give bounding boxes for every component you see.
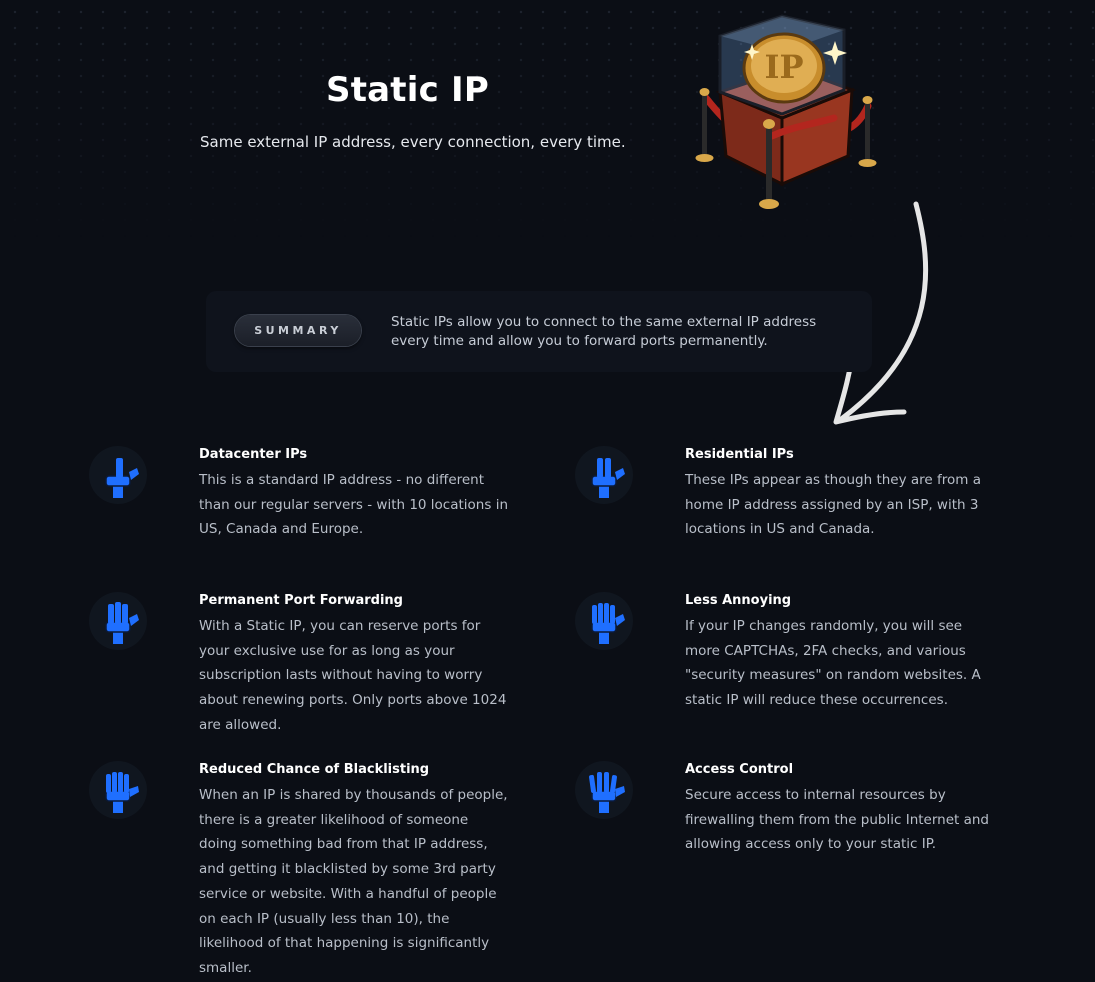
- feature-description: These IPs appear as though they are from…: [685, 472, 981, 538]
- page-title: Static IP: [326, 70, 489, 110]
- summary-text: Static IPs allow you to connect to the s…: [391, 314, 817, 349]
- feature-title: Reduced Chance of Blacklisting: [199, 762, 430, 777]
- robot-hand-open-icon: [89, 761, 147, 819]
- robot-hand-four-fingers-icon: [575, 592, 633, 650]
- feature-title: Residential IPs: [685, 447, 794, 462]
- robot-hand-open-wide-icon: [575, 761, 633, 819]
- feature-description: When an IP is shared by thousands of peo…: [199, 787, 508, 976]
- curved-arrow-decoration: [833, 201, 929, 425]
- coin-ip-label: IP: [764, 48, 803, 86]
- feature-title: Access Control: [685, 762, 794, 777]
- robot-hand-three-fingers-icon: [89, 592, 147, 650]
- robot-hand-two-fingers-icon: [575, 446, 633, 504]
- summary-badge: SUMMARY: [235, 315, 361, 346]
- feature-description: If your IP changes randomly, you will se…: [685, 618, 981, 709]
- feature-description: Secure access to internal resources by f…: [685, 787, 990, 853]
- feature-title: Datacenter IPs: [199, 447, 308, 462]
- page-subtitle: Same external IP address, every connecti…: [200, 133, 626, 151]
- ip-coin-display-illustration: IP: [695, 14, 877, 209]
- feature-description: With a Static IP, you can reserve ports …: [199, 618, 507, 733]
- robot-hand-one-finger-icon: [89, 446, 147, 504]
- summary-panel: SUMMARY Static IPs allow you to connect …: [206, 291, 872, 372]
- feature-title: Less Annoying: [685, 593, 792, 608]
- feature-description: This is a standard IP address - no diffe…: [199, 472, 508, 538]
- feature-title: Permanent Port Forwarding: [199, 593, 403, 608]
